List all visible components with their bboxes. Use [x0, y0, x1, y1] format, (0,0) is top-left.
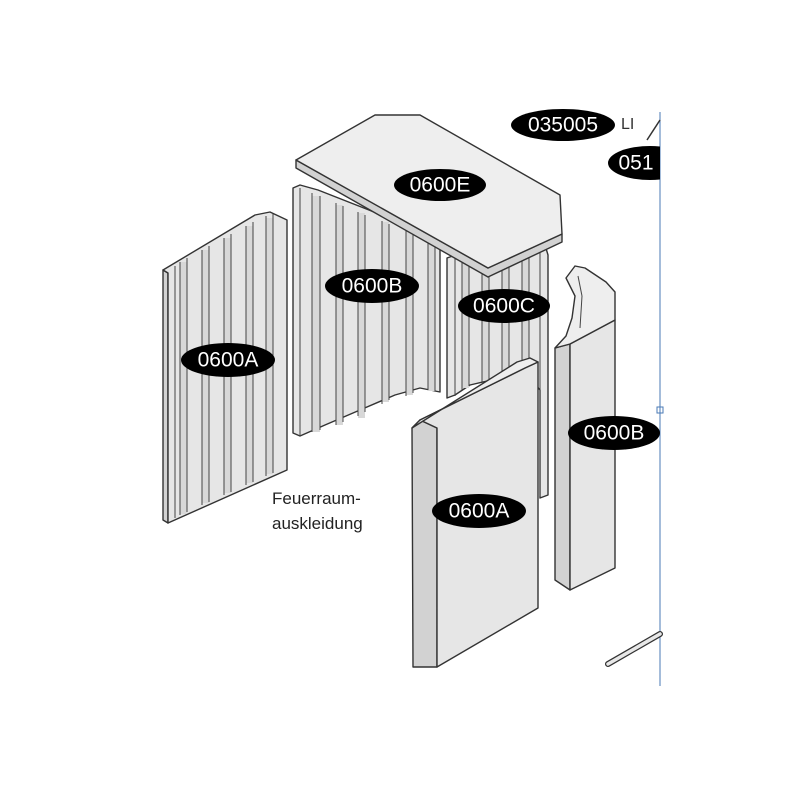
- right-panel-0600B: [554, 265, 616, 591]
- label-ref-suffix: LI: [621, 116, 634, 133]
- caption-line2: auskleidung: [272, 514, 363, 533]
- caption: Feuerraum- auskleidung: [272, 489, 363, 533]
- svg-text:0600B: 0600B: [342, 275, 403, 298]
- svg-text:0600C: 0600C: [473, 295, 535, 318]
- rod-part: [605, 631, 663, 667]
- svg-text:035005: 035005: [528, 114, 598, 137]
- label-0600A-left: 0600A: [181, 343, 275, 377]
- label-0600E: 0600E: [394, 169, 486, 201]
- caption-line1: Feuerraum-: [272, 489, 361, 508]
- edge-marker: [656, 406, 664, 414]
- back-panel-0600B: [292, 184, 441, 437]
- label-051: 051: [608, 119, 661, 180]
- svg-text:0600A: 0600A: [449, 500, 510, 523]
- svg-text:0600A: 0600A: [198, 349, 259, 372]
- label-035005: 035005: [511, 109, 615, 141]
- svg-text:051: 051: [618, 152, 653, 175]
- label-0600C: 0600C: [458, 289, 550, 323]
- label-0600B-back: 0600B: [325, 269, 419, 303]
- back-panel-ribs: [299, 188, 436, 436]
- svg-text:0600B: 0600B: [584, 422, 645, 445]
- svg-text:0600E: 0600E: [410, 174, 471, 197]
- label-0600A-front: 0600A: [432, 494, 526, 528]
- svg-text:LI: LI: [621, 116, 634, 133]
- label-0600B-right: 0600B: [568, 416, 660, 450]
